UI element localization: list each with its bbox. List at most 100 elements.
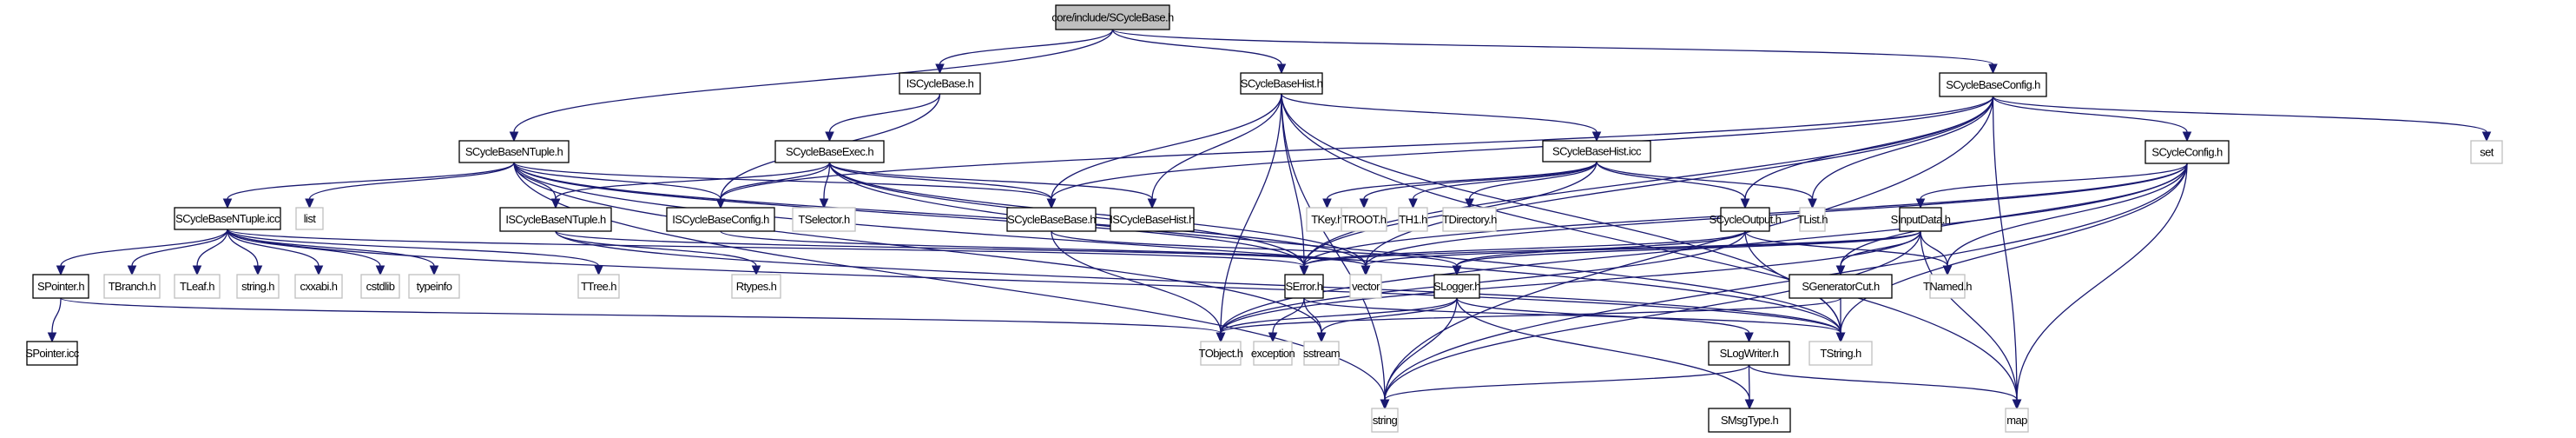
node-label: SError.h: [1286, 280, 1323, 293]
node-label: TKey.h: [1311, 213, 1343, 226]
edge-line: [1051, 93, 1282, 200]
node-label: SCycleBaseNTuple.icc: [175, 212, 280, 225]
node-vector: vector: [1349, 274, 1382, 299]
node-box: [1899, 207, 1942, 232]
node-SCycleBaseBase[interactable]: SCycleBaseBase.h: [1006, 207, 1097, 232]
edge-SCycleBaseExec-to-ISCycleBaseConfig: [715, 162, 831, 209]
node-SMsgType[interactable]: SMsgType.h: [1708, 408, 1791, 433]
node-label: SPointer.icc: [25, 347, 80, 360]
node-TNamed: TNamed.h: [1923, 274, 1973, 299]
node-label: TSelector.h: [798, 213, 850, 226]
edge-SCycleBaseNTuple-to-SCycleBaseNTupleIcc: [222, 162, 515, 209]
edge-arrowhead: [1316, 332, 1327, 343]
edge-SCycleBaseExec-to-SCycleBaseBase: [828, 162, 1057, 209]
node-label: TDirectory.h: [1442, 213, 1497, 226]
edge-SError-to-exception: [1268, 297, 1305, 343]
node-label: SLogger.h: [1433, 280, 1480, 293]
node-SLogger[interactable]: SLogger.h: [1433, 274, 1481, 299]
edge-arrowhead: [1835, 265, 1846, 276]
edge-SCycleBaseNTupleIcc-to-TTree: [227, 229, 603, 276]
edge-arrowhead: [594, 265, 603, 276]
edge-line: [1920, 163, 2188, 200]
edge-arrowhead: [2481, 131, 2492, 143]
node-SCycleOutput[interactable]: SCycleOutput.h: [1710, 207, 1782, 232]
node-label: SLogWriter.h: [1720, 347, 1779, 360]
edge-SCycleBaseHist-to-SError: [1281, 93, 1309, 276]
edge-line: [1281, 93, 1386, 401]
node-box: [26, 341, 78, 366]
node-TH1: TH1.h: [1398, 207, 1428, 232]
node-TKey: TKey.h: [1306, 207, 1348, 232]
edge-line: [1744, 96, 1994, 200]
edge-arrowhead: [1408, 198, 1418, 209]
edge-line: [2016, 163, 2188, 401]
node-label: ISCycleBase.h: [906, 77, 974, 90]
node-SGeneratorCut[interactable]: SGeneratorCut.h: [1789, 274, 1893, 299]
node-box: [2470, 140, 2503, 164]
edge-SLogWriter-to-map: [1748, 364, 2022, 410]
node-ISCycleBaseNTuple[interactable]: ISCycleBaseNTuple.h: [499, 207, 612, 232]
edge-arrowhead: [1740, 198, 1750, 209]
edge-SCycleBaseExec-to-TSelector: [819, 162, 831, 209]
node-SInputData[interactable]: SInputData.h: [1891, 207, 1951, 232]
node-label: SCycleBaseHist.h: [1241, 77, 1323, 90]
edge-SCycleBaseHist-to-SCycleBaseBase: [1046, 93, 1282, 209]
edge-SLogger-to-TObject: [1216, 297, 1458, 343]
edge-line: [1840, 163, 2188, 334]
node-SCycleBaseNTuple[interactable]: SCycleBaseNTuple.h: [458, 140, 570, 163]
edge-line: [1111, 29, 1282, 65]
edge-line: [1456, 297, 1750, 334]
edge-arrowhead: [1465, 198, 1474, 209]
node-box: [458, 140, 570, 163]
edge-SCycleBaseHist-to-SCycleBaseHistIcc: [1281, 93, 1602, 143]
node-label: SCycleBaseBase.h: [1007, 213, 1096, 226]
node-SCycleBaseConfig[interactable]: SCycleBaseConfig.h: [1939, 72, 2047, 97]
node-set: set: [2470, 140, 2503, 164]
edge-line: [1468, 161, 1598, 200]
edge-line: [227, 229, 1841, 334]
edge-line: [823, 162, 831, 200]
node-ISCycleBaseConfig[interactable]: ISCycleBaseConfig.h: [666, 207, 775, 232]
edge-SCycleBaseHistIcc-to-TH1: [1408, 161, 1598, 209]
edge-SCycleBaseConfig-to-SCycleOutput: [1740, 96, 1994, 209]
node-label: ISCycleBaseHist.h: [1110, 213, 1195, 226]
node-box: [1284, 274, 1324, 299]
node-sstream: sstream: [1303, 341, 1341, 366]
node-SCycleConfig[interactable]: SCycleConfig.h: [2144, 140, 2230, 164]
node-SCycleBaseHist[interactable]: SCycleBaseHist.h: [1240, 72, 1323, 95]
edge-line: [60, 229, 228, 267]
node-SLogWriter[interactable]: SLogWriter.h: [1708, 341, 1790, 366]
edge-SLogWriter-to-string: [1380, 364, 1750, 410]
node-SCycleBaseNTupleIcc[interactable]: SCycleBaseNTuple.icc: [174, 207, 281, 230]
edge-SCycleBaseExec-to-ISCycleBaseHist: [828, 162, 1157, 209]
edge-SCycleBaseExec-to-ISCycleBaseNTuple: [550, 162, 831, 209]
node-label: TBranch.h: [109, 280, 156, 293]
node-Rtypes: Rtypes.h: [731, 274, 781, 299]
node-box: [899, 72, 981, 95]
node-SCycleBaseHistIcc[interactable]: SCycleBaseHist.icc: [1542, 140, 1651, 163]
node-box: [32, 274, 89, 299]
node-box: [1006, 207, 1097, 232]
edge-SCycleConfig-to-TObject: [1216, 163, 2188, 343]
edge-line: [1051, 230, 1458, 267]
node-ISCycleBaseHist[interactable]: ISCycleBaseHist.h: [1110, 207, 1196, 232]
node-label: SCycleBaseHist.icc: [1552, 145, 1642, 158]
node-root[interactable]: core/include/SCycleBase.h: [1051, 4, 1175, 30]
node-ISCycleBase[interactable]: ISCycleBase.h: [899, 72, 981, 95]
node-SCycleBaseExec[interactable]: SCycleBaseExec.h: [774, 140, 885, 163]
edge-arrowhead: [1322, 198, 1332, 209]
node-string: string: [1371, 408, 1399, 433]
edge-line: [1303, 297, 1841, 334]
node-SError[interactable]: SError.h: [1284, 274, 1324, 299]
edge-arrowhead: [1942, 265, 1953, 276]
node-SPointer[interactable]: SPointer.h: [32, 274, 89, 299]
edge-line: [513, 162, 1305, 267]
node-SPointerIcc[interactable]: SPointer.icc: [25, 341, 80, 366]
edge-line: [939, 29, 1114, 65]
edge-arrowhead: [751, 265, 761, 276]
node-label: SCycleBaseExec.h: [786, 145, 873, 158]
edge-SCycleBaseConfig-to-ISCycleBaseConfig: [715, 96, 1994, 209]
edge-line: [1947, 163, 2188, 267]
node-box: [774, 140, 885, 163]
edge-line: [1321, 297, 1458, 334]
